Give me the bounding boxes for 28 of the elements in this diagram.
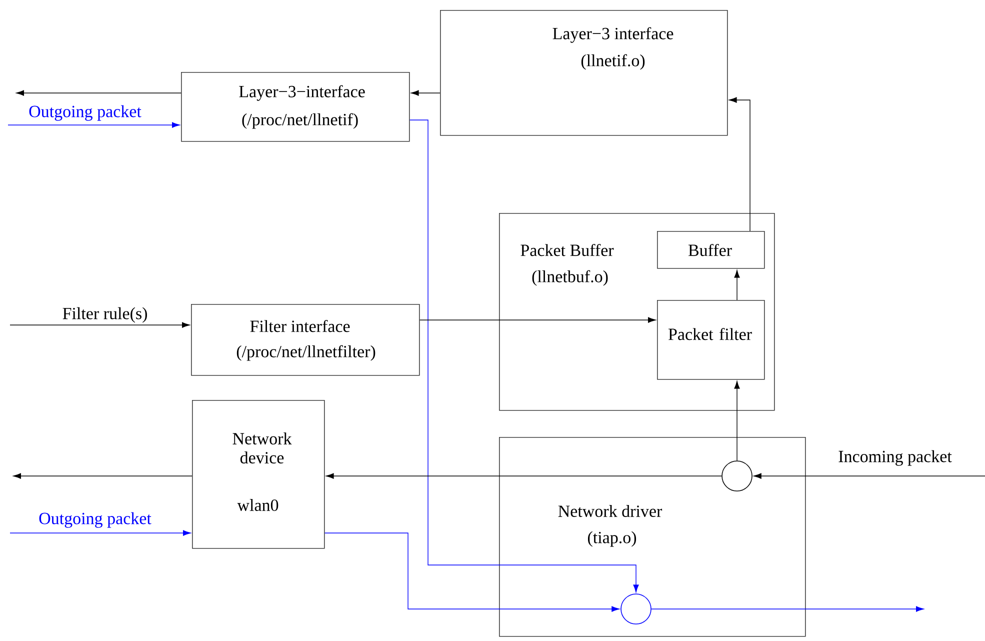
edge-label: Outgoing packet	[38, 511, 152, 529]
arrow	[10, 530, 191, 536]
buffer-box: Buffer	[657, 231, 765, 269]
edge-label: Outgoing packet	[28, 104, 142, 122]
interface-box: Layer−3 interface (llnetif.o)	[440, 10, 728, 136]
edge-label: Incoming packet	[837, 449, 953, 467]
arrow	[10, 322, 190, 328]
arrow	[729, 97, 750, 232]
arrow	[324, 532, 620, 612]
arrow	[734, 270, 740, 300]
junction-circle	[620, 594, 652, 624]
arrow	[754, 473, 985, 479]
interface-box: Layer−3−interface (/proc/net/llnetif)	[181, 72, 410, 142]
junction-circle	[722, 460, 752, 492]
arrow	[734, 381, 740, 461]
device-box: Network device wlan0	[192, 400, 325, 549]
edge-label: Filter rule(s)	[61, 306, 149, 324]
arrow	[13, 473, 192, 479]
arrow	[8, 122, 180, 128]
interface-box: Filter interface (/proc/net/llnetfilter)	[191, 304, 420, 376]
arrow	[409, 120, 639, 592]
arrow	[326, 473, 722, 479]
driver-box: Network driver (tiap.o)	[499, 437, 806, 637]
filter-box: Packet filter	[657, 300, 765, 380]
arrow	[16, 90, 182, 96]
arrow	[411, 90, 440, 96]
arrow	[419, 317, 656, 323]
arrow	[651, 606, 924, 612]
